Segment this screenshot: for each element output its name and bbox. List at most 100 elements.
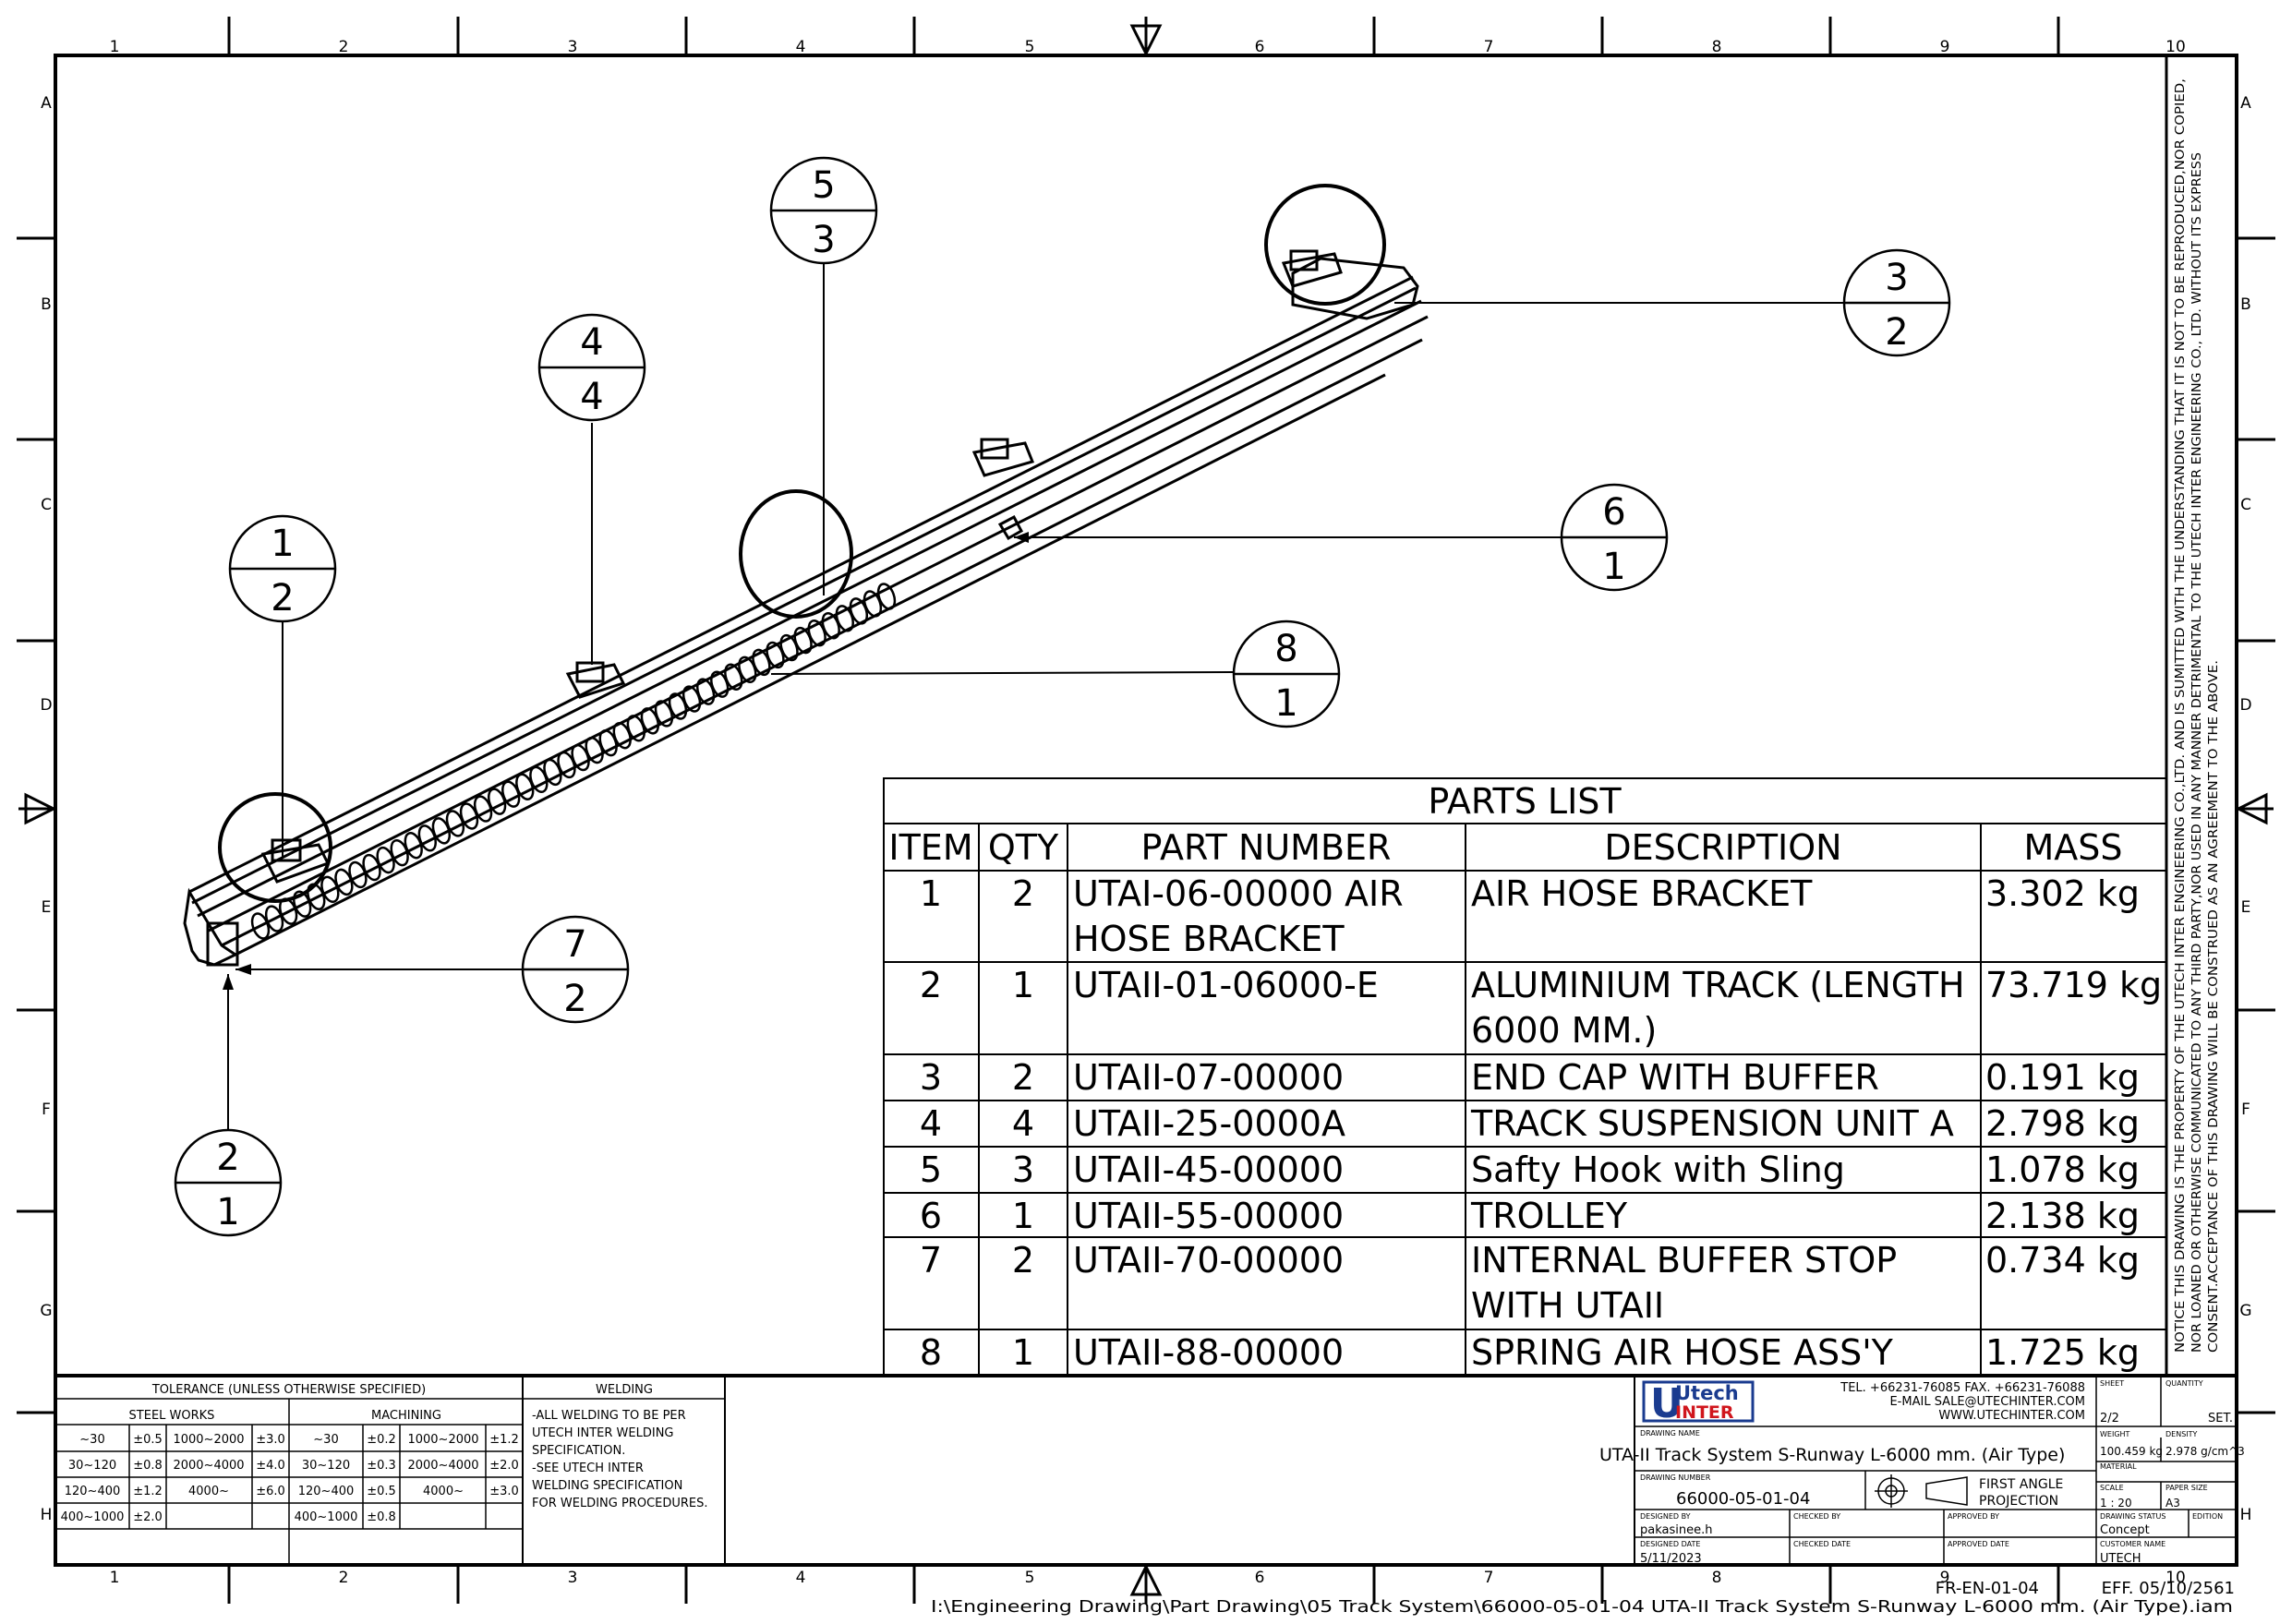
steel-tolerance-cell: 120~400 [65, 1485, 121, 1498]
steel-tolerance-cell: ±3.0 [256, 1433, 285, 1447]
balloon-item-1: 12 [228, 514, 337, 623]
end-cap-right [1291, 257, 1419, 320]
designed-by: pakasinee.h [1640, 1523, 1712, 1537]
zone-col-label: 2 [339, 1569, 349, 1587]
quantity-value: SET. [2208, 1412, 2233, 1426]
balloon-qty: 2 [1885, 311, 1908, 354]
welding-title: WELDING [596, 1383, 653, 1397]
zone-col-label: 9 [1940, 1569, 1950, 1587]
machining-tolerance-cell: ±0.8 [367, 1510, 396, 1524]
machining-tolerance-cell: ±0.2 [367, 1433, 396, 1447]
header-item: ITEM [888, 827, 972, 868]
zone-col-label: 1 [110, 38, 120, 56]
row-item: 3 [920, 1057, 942, 1098]
steel-tolerance-cell: 1000~2000 [173, 1433, 244, 1447]
svg-text:MATERIAL: MATERIAL [2100, 1462, 2137, 1471]
balloon-qty: 1 [1602, 546, 1625, 588]
balloon-item-8: 81 [1232, 620, 1341, 728]
footer: FR-EN-01-04 EFF. 05/10/2561 I:\Engineeri… [931, 1579, 2235, 1617]
zone-row-label: G [40, 1302, 52, 1320]
leader-arrowheads [223, 532, 1029, 990]
safety-hook-sling-3 [1264, 184, 1386, 306]
balloon-item-5: 53 [769, 156, 878, 265]
row-part-number-cont: HOSE BRACKET [1073, 919, 1345, 959]
header-qty: QTY [988, 827, 1059, 868]
row-item: 1 [920, 873, 942, 914]
machining-tolerance-cell: 30~120 [302, 1459, 350, 1473]
file-path: I:\Engineering Drawing\Part Drawing\05 T… [931, 1597, 2233, 1617]
zone-row-label: E [42, 898, 52, 917]
steel-tolerance-cell: ~30 [79, 1433, 104, 1447]
title-block: TEL. +66231-76085 FAX. +66231-76088 E-MA… [1599, 1379, 2245, 1566]
row-part-number: UTAII-88-00000 [1073, 1332, 1344, 1373]
zone-col-label: 8 [1712, 38, 1722, 56]
zone-col-label: 5 [1025, 38, 1035, 56]
balloon-qty: 2 [271, 577, 294, 620]
machining-tolerance-cell: 120~400 [298, 1485, 355, 1498]
zone-row-label: G [2239, 1302, 2251, 1320]
balloon-qty: 2 [563, 978, 586, 1020]
safety-hook-sling-1 [218, 792, 332, 903]
zone-row-label: F [42, 1101, 51, 1119]
zone-col-label: 7 [1484, 38, 1494, 56]
balloon-item-2: 21 [174, 1128, 283, 1237]
row-description: END CAP WITH BUFFER [1471, 1057, 1879, 1098]
machining-tolerance-cell: ±3.0 [489, 1485, 519, 1498]
bottom-band-grid [55, 1374, 2237, 1565]
row-part-number: UTAII-70-00000 [1073, 1240, 1344, 1281]
notice-text: NOTICE THIS DRAWING IS THE PROPERTY OF T… [2174, 78, 2221, 1353]
row-item: 4 [920, 1103, 942, 1144]
row-part-number: UTAII-01-06000-E [1073, 965, 1379, 1005]
machining-tolerance-cell: 400~1000 [295, 1510, 358, 1524]
row-description: TROLLEY [1470, 1196, 1628, 1236]
balloon-item-number: 7 [563, 923, 586, 966]
row-mass: 0.191 kg [1985, 1057, 2140, 1098]
zone-row-label: H [41, 1506, 53, 1524]
balloon-item-number: 3 [1885, 257, 1908, 299]
svg-text:CHECKED DATE: CHECKED DATE [1793, 1540, 1851, 1548]
row-part-number: UTAII-25-0000A [1073, 1103, 1345, 1144]
svg-text:EDITION: EDITION [2192, 1512, 2223, 1521]
row-item: 5 [920, 1149, 942, 1190]
welding-note-line: SPECIFICATION. [532, 1444, 625, 1458]
tolerance-block: TOLERANCE (UNLESS OTHERWISE SPECIFIED) S… [61, 1383, 519, 1524]
steel-tolerance-cell: ±6.0 [256, 1485, 285, 1498]
svg-text:QUANTITY: QUANTITY [2165, 1379, 2203, 1388]
suspension-unit-2 [565, 661, 626, 699]
row-description: SPRING AIR HOSE ASS'Y [1471, 1332, 1894, 1373]
buffer-stop-left [206, 921, 239, 967]
welding-note-line: -SEE UTECH INTER [532, 1462, 644, 1475]
row-part-number: UTAII-07-00000 [1073, 1057, 1344, 1098]
zone-row-label: B [41, 295, 52, 314]
svg-text:DRAWING STATUS: DRAWING STATUS [2100, 1512, 2165, 1521]
balloon-item-number: 2 [216, 1137, 239, 1179]
zone-row-label: B [2240, 295, 2251, 314]
row-qty: 3 [1012, 1149, 1034, 1190]
header-mass: MASS [2023, 827, 2122, 868]
row-item: 7 [920, 1240, 942, 1281]
leader-lines [227, 241, 1847, 1149]
balloon-item-3: 32 [1842, 248, 1951, 357]
row-qty: 4 [1012, 1103, 1034, 1144]
row-item: 8 [920, 1332, 942, 1373]
zone-col-label: 1 [110, 1569, 120, 1587]
svg-text:INTER: INTER [1675, 1402, 1734, 1423]
balloon-item-number: 6 [1602, 491, 1625, 534]
balloon-item-7: 72 [521, 915, 630, 1024]
zone-col-label: 8 [1712, 1569, 1722, 1587]
svg-text:CONSENT.ACCEPTANCE OF THIS DRA: CONSENT.ACCEPTANCE OF THIS DRAWING WILL … [2207, 660, 2221, 1353]
svg-text:DENSITY: DENSITY [2165, 1430, 2198, 1438]
svg-text:Utech: Utech [1675, 1382, 1739, 1404]
row-description-cont: WITH UTAII [1471, 1285, 1664, 1326]
machining-tolerance-cell: 4000~ [423, 1485, 464, 1498]
zone-col-label: 9 [1940, 38, 1950, 56]
machining-tolerance-cell: ±0.3 [367, 1459, 396, 1473]
svg-text:SCALE: SCALE [2100, 1484, 2124, 1492]
